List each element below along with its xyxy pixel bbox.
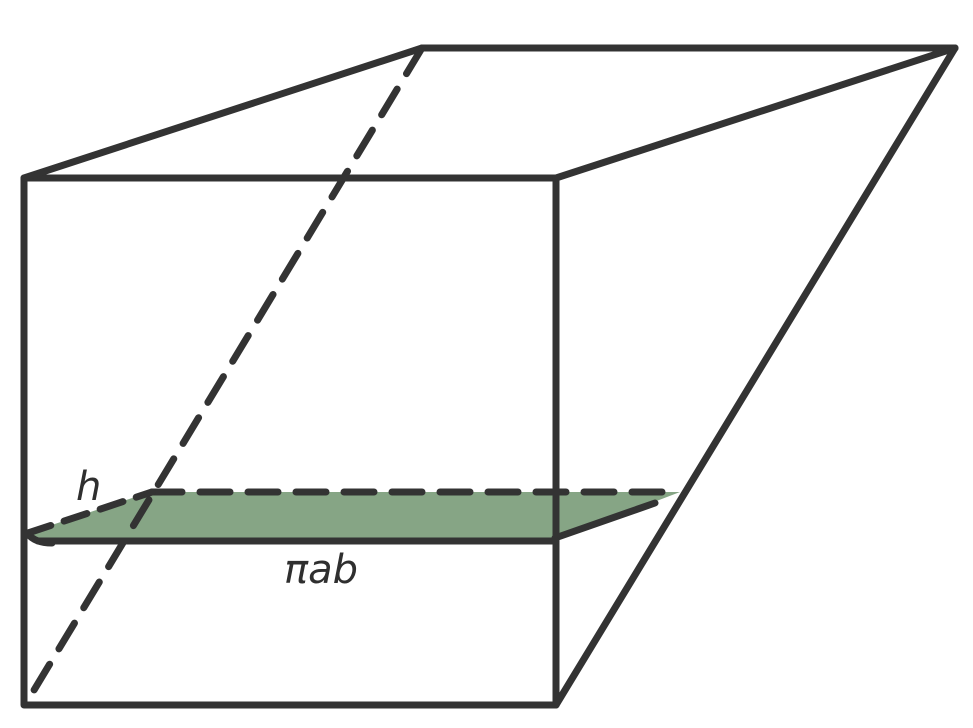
height-label: h (76, 464, 101, 510)
top-left-edge (20, 44, 426, 182)
hidden-slice-left-edge (24, 488, 156, 537)
cross-section-slice (28, 492, 680, 540)
area-label: πab (284, 547, 358, 593)
front-face (20, 174, 560, 709)
cross-section-edge-right (551, 499, 659, 542)
top-right-edge (552, 44, 959, 182)
right-slant-edge (552, 44, 959, 709)
hidden-slant-edge (21, 44, 426, 709)
